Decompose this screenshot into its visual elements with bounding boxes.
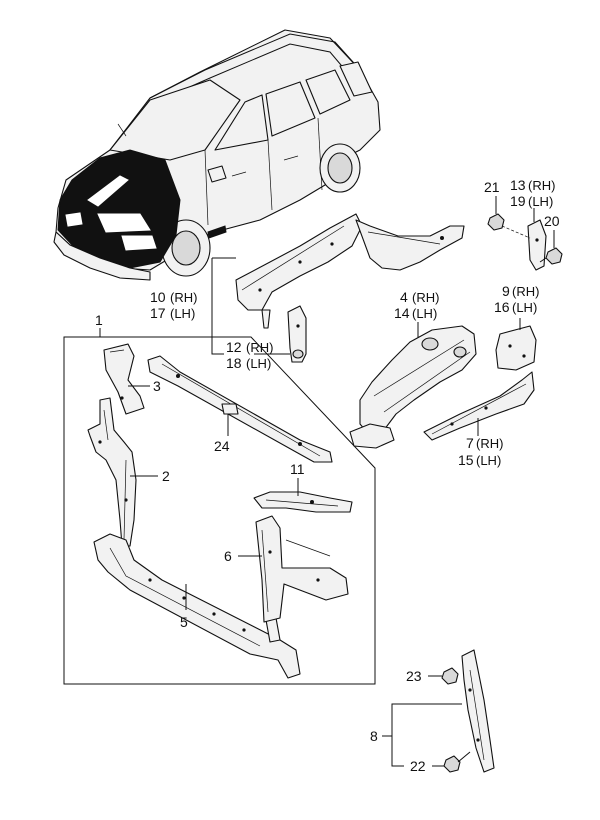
part-21-axis: [501, 225, 531, 239]
callout-23: 23: [406, 668, 422, 684]
callout-7: 7: [466, 435, 474, 451]
callout-14-side: (LH): [412, 306, 437, 321]
callout-10: 10: [150, 289, 166, 305]
callout-15-side: (LH): [476, 453, 501, 468]
callout-16-side: (LH): [512, 300, 537, 315]
callout-9: 9: [502, 283, 510, 299]
callout-17: 17: [150, 305, 166, 321]
callout-20: 20: [544, 213, 560, 229]
assembly-1-outline: [63, 336, 376, 685]
part-20-bolt: [539, 247, 563, 265]
part-22-bolt: [443, 751, 471, 773]
callout-11: 11: [290, 461, 305, 477]
part-21-nut: [487, 213, 505, 231]
part-11-upper-piece: [253, 491, 353, 513]
part-23-nut: [441, 667, 459, 685]
part-upper-extension: [355, 219, 465, 271]
callout-7-side: (RH): [476, 436, 503, 451]
callout-18-side: (LH): [246, 356, 271, 371]
part-5-lower-member: [93, 533, 301, 679]
callout-22: 22: [410, 758, 426, 774]
callout-3: 3: [153, 378, 161, 394]
callout-6: 6: [224, 548, 232, 564]
callout-17-side: (LH): [170, 306, 195, 321]
callout-4-side: (RH): [412, 290, 439, 305]
part-13-bracket: [527, 219, 547, 271]
callout-19-side: (LH): [528, 194, 553, 209]
part-9-small-panel: [495, 325, 537, 371]
part-8-bracket: [461, 649, 495, 773]
callout-24: 24: [214, 438, 230, 454]
callout-10-side: (RH): [170, 290, 197, 305]
callout-12: 12: [226, 339, 242, 355]
callout-18: 18: [226, 355, 242, 371]
callout-9-side: (RH): [512, 284, 539, 299]
callout-16: 16: [494, 299, 510, 315]
callout-12-side: (RH): [246, 340, 273, 355]
part-4-panel: [349, 325, 477, 449]
callout-8-bracket: [391, 703, 462, 767]
vehicle-illustration: [53, 29, 381, 281]
part-2-side-member: [87, 397, 137, 547]
callout-19: 19: [510, 193, 526, 209]
callout-10-12-bracket: [211, 258, 224, 355]
part-24-upper-member: [147, 355, 333, 463]
part-3-bracket: [103, 343, 145, 415]
callout-21: 21: [484, 179, 500, 195]
callout-5: 5: [180, 614, 188, 630]
part-12-bracket: [287, 305, 307, 363]
callout-13: 13: [510, 177, 526, 193]
part-7-reinforcement: [423, 371, 535, 441]
callout-1: 1: [95, 312, 103, 328]
callout-4: 4: [400, 289, 408, 305]
callout-14: 14: [394, 305, 410, 321]
callout-13-side: (RH): [528, 178, 555, 193]
part-10-front-side-member: [235, 213, 363, 329]
callout-15: 15: [458, 452, 474, 468]
part-6-side-bracket: [255, 515, 349, 623]
callout-2: 2: [162, 468, 170, 484]
callout-8: 8: [370, 728, 378, 744]
